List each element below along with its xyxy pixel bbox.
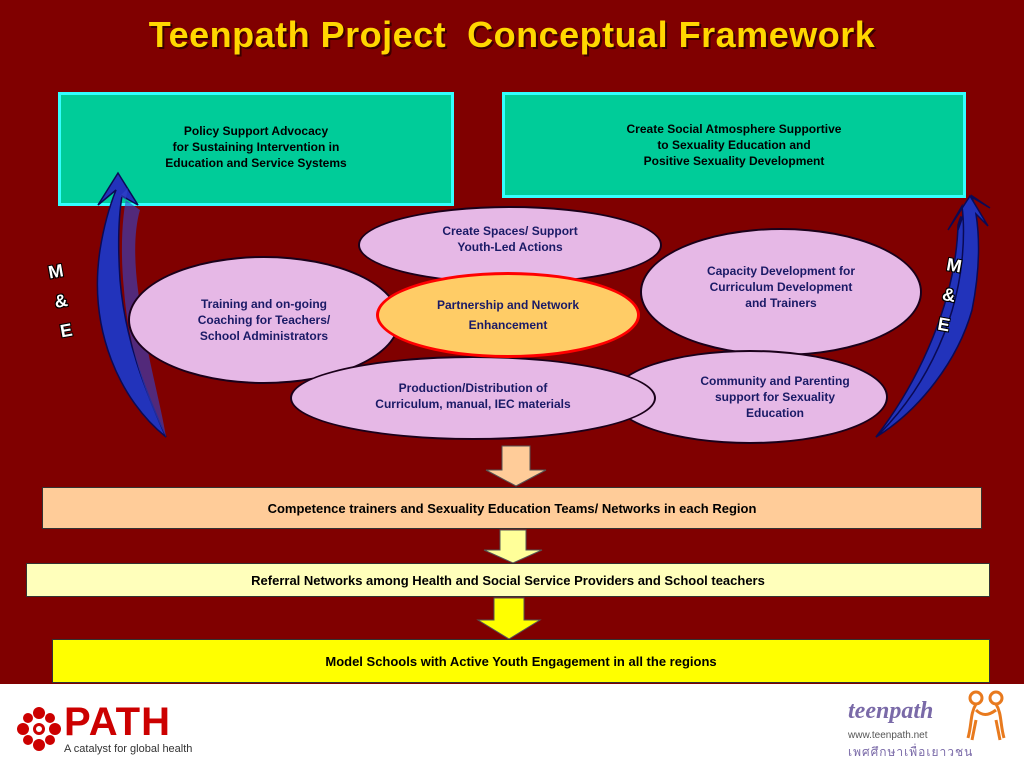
training-ellipse: Training and on-going Coaching for Teach… [128,256,400,384]
me-label-right: M & E [936,254,964,336]
teenpath-figures-icon [966,690,1006,741]
social-atmosphere-box: Create Social Atmosphere Supportive to S… [502,92,966,198]
community-text: Community and Parenting support for Sexu… [700,374,850,420]
me-label-left: M & E [46,260,74,342]
production-ellipse: Production/Distribution of Curriculum, m… [290,356,656,440]
footer [0,684,1024,768]
path-tagline: A catalyst for global health [64,743,193,755]
community-ellipse: Community and Parenting support for Sexu… [612,350,888,444]
capacity-text: Capacity Development for Curriculum Deve… [706,264,856,310]
competence-band: Competence trainers and Sexuality Educat… [42,487,982,529]
training-text: Training and on-going Coaching for Teach… [197,297,331,343]
down-arrow-1 [485,445,547,487]
partnership-text: Partnership and Network Enhancement [436,298,580,332]
create-spaces-text: Create Spaces/ Support Youth-Led Actions [442,224,578,254]
down-arrow-3 [476,597,542,640]
referral-band: Referral Networks among Health and Socia… [26,563,990,597]
partnership-ellipse: Partnership and Network Enhancement [376,272,640,358]
referral-text: Referral Networks among Health and Socia… [251,572,765,588]
slide-background: Teenpath Project Conceptual Framework Po… [0,0,1024,684]
create-spaces-ellipse: Create Spaces/ Support Youth-Led Actions [358,206,662,284]
path-wordmark: PATH [64,700,171,744]
production-text: Production/Distribution of Curriculum, m… [375,381,571,411]
model-schools-band: Model Schools with Active Youth Engageme… [52,639,990,683]
down-arrow-2 [483,529,543,564]
teenpath-wordmark: teenpath [848,698,934,724]
competence-text: Competence trainers and Sexuality Educat… [267,500,757,516]
social-atmosphere-text: Create Social Atmosphere Supportive to S… [626,122,842,168]
teenpath-url: www.teenpath.net [848,730,928,741]
model-schools-text: Model Schools with Active Youth Engageme… [325,653,717,669]
path-logo-icon [17,707,61,751]
teenpath-thai-tagline: เพศศึกษาเพื่อเยาวชน [848,745,974,759]
capacity-ellipse: Capacity Development for Curriculum Deve… [640,228,922,356]
policy-support-text: Policy Support Advocacy for Sustaining I… [165,124,347,170]
slide-title: Teenpath Project Conceptual Framework [148,14,876,55]
policy-support-box: Policy Support Advocacy for Sustaining I… [58,92,454,206]
